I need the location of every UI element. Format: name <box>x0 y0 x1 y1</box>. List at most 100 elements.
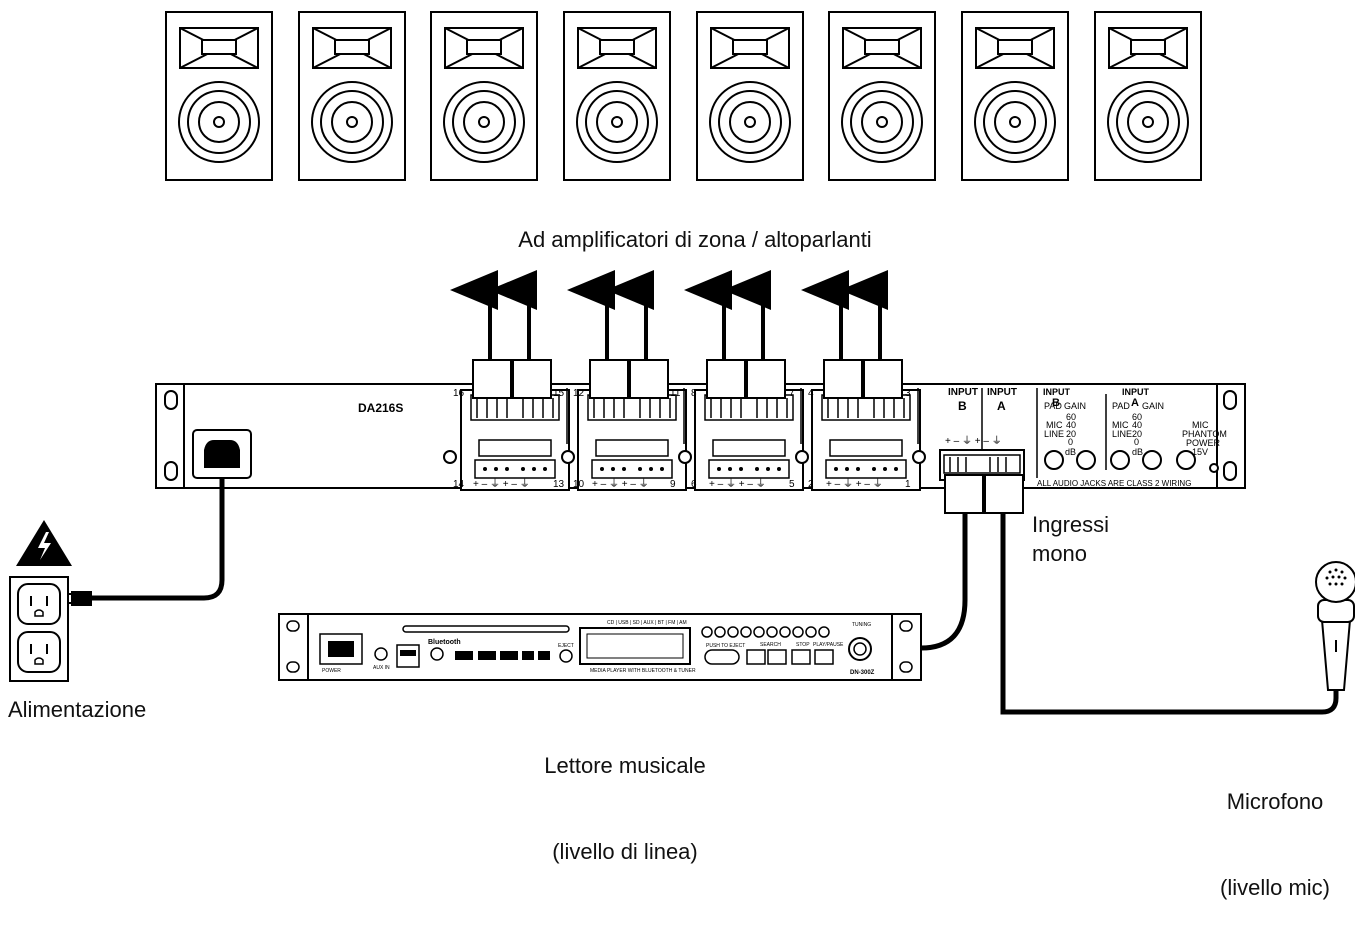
terminal-number: 1 <box>905 479 911 490</box>
terminal-number: 2 <box>808 479 814 490</box>
play-label: PLAY/PAUSE <box>813 642 844 648</box>
line-label: LINE <box>1044 429 1064 439</box>
tuning-label: TUNING <box>852 622 871 628</box>
terminal-number: 8 <box>691 388 697 399</box>
mic-label: MIC <box>1046 420 1063 430</box>
eject-label: EJECT <box>558 643 574 649</box>
pad-label: PAD <box>1112 401 1130 411</box>
terminal-block-12-9[interactable] <box>577 359 687 491</box>
microphone-label: Microfono (livello mic) <box>1195 731 1355 931</box>
db-value: 20 <box>1066 429 1076 439</box>
search-label: SEARCH <box>760 642 781 648</box>
speaker-6 <box>828 11 936 181</box>
wall-outlet <box>9 576 69 682</box>
gain-b-title: INPUT <box>1043 387 1071 397</box>
amplifier-unit: DA216S 16 15 12 11 8 7 4 3 14 13 1 <box>155 359 1246 514</box>
wiring-diagram: DA216S 16 15 12 11 8 7 4 3 14 13 1 <box>9 11 1355 715</box>
terminal-polarity: + – ⏚ + – ⏚ <box>826 478 883 490</box>
mono-inputs-label: Ingressi mono <box>1032 512 1110 566</box>
gain-a-title: INPUT <box>1122 387 1150 397</box>
terminal-number: 14 <box>453 479 465 490</box>
microphone-icon <box>1315 561 1355 691</box>
mic-label: MIC <box>1112 420 1129 430</box>
player-model: DN-300Z <box>850 670 875 676</box>
bluetooth-label: Bluetooth <box>428 639 461 646</box>
gain-knob-a[interactable] <box>1142 450 1162 470</box>
terminal-number: 5 <box>789 479 795 490</box>
speaker-5 <box>696 11 804 181</box>
aux-label: AUX IN <box>373 665 390 671</box>
terminal-number: 7 <box>789 388 795 399</box>
power-label: POWER <box>322 668 341 674</box>
db-value: 0 <box>1134 437 1139 447</box>
db-value: 60 <box>1066 412 1076 422</box>
search-forward-button[interactable] <box>767 649 787 665</box>
speaker-4 <box>563 11 671 181</box>
preset-buttons[interactable] <box>701 626 830 638</box>
input-b-title: INPUT <box>948 387 978 398</box>
pad-switch-a[interactable] <box>1110 450 1130 470</box>
zones-label: Ad amplificatori di zona / altoparlanti <box>518 227 872 252</box>
terminal-block-8-5[interactable] <box>694 359 804 491</box>
cd-slot[interactable] <box>402 625 570 633</box>
terminal-number: 12 <box>573 388 585 399</box>
line-label: LINE <box>1112 429 1132 439</box>
stop-label: STOP <box>796 642 810 648</box>
speaker-row <box>165 11 1202 181</box>
phantom-line-3: POWER <box>1186 438 1221 448</box>
output-arrows <box>450 270 888 360</box>
phantom-line-4: 15V <box>1192 447 1208 457</box>
terminal-number: 15 <box>553 388 565 399</box>
power-label-text: Alimentazione <box>8 697 147 722</box>
stop-button[interactable] <box>791 649 811 665</box>
music-player-label: Lettore musicale (livello di linea) <box>500 695 750 895</box>
pad-switch-b[interactable] <box>1044 450 1064 470</box>
db-value: 40 <box>1132 420 1142 430</box>
play-pause-button[interactable] <box>814 649 834 665</box>
gain-label: GAIN <box>1142 401 1164 411</box>
line-input-cable <box>920 513 968 651</box>
input-polarity: + – ⏚ + – ⏚ <box>945 435 1002 447</box>
search-back-button[interactable] <box>746 649 766 665</box>
microphone-label-line2: (livello mic) <box>1220 874 1330 900</box>
pad-label: PAD <box>1044 401 1062 411</box>
power-cable <box>92 478 225 601</box>
terminal-polarity: + – ⏚ + – ⏚ <box>592 478 649 490</box>
class2-note: ALL AUDIO JACKS ARE CLASS 2 WIRING <box>1037 479 1191 488</box>
phantom-line-1: MIC <box>1192 420 1209 430</box>
db-label: dB <box>1132 447 1143 457</box>
db-value: 40 <box>1066 420 1076 430</box>
db-label: dB <box>1065 447 1076 457</box>
gain-knob-b[interactable] <box>1076 450 1096 470</box>
input-b-letter: B <box>958 399 967 413</box>
terminal-block-16-13[interactable] <box>460 359 570 491</box>
music-player-unit: POWER AUX IN Bluetooth EJECT CD | USB | … <box>278 613 922 681</box>
terminal-number: 9 <box>670 479 676 490</box>
gain-b-letter: B <box>1052 397 1060 409</box>
phantom-switch[interactable] <box>1176 450 1196 470</box>
terminal-number: 4 <box>808 388 814 399</box>
input-a-letter: A <box>997 399 1006 413</box>
terminal-number: 10 <box>573 479 585 490</box>
music-player-label-line1: Lettore musicale <box>544 753 706 779</box>
terminal-number: 11 <box>670 388 681 399</box>
terminal-number: 13 <box>553 479 565 490</box>
terminal-number: 3 <box>905 388 911 399</box>
terminal-number: 16 <box>453 388 465 399</box>
gain-label: GAIN <box>1064 401 1086 411</box>
speaker-2 <box>298 11 406 181</box>
input-terminal-block[interactable] <box>939 449 1025 514</box>
input-a-title: INPUT <box>987 387 1017 398</box>
terminal-block-4-1[interactable] <box>811 359 921 491</box>
terminal-polarity: + – ⏚ + – ⏚ <box>473 478 530 490</box>
microphone-label-line1: Microfono <box>1226 789 1324 815</box>
terminal-number: 6 <box>691 479 697 490</box>
electrical-hazard-icon <box>16 520 72 566</box>
speaker-1 <box>165 11 273 181</box>
speaker-8 <box>1094 11 1202 181</box>
sd-slot[interactable] <box>704 649 740 665</box>
phantom-line-2: PHANTOM <box>1182 429 1227 439</box>
aux-jack[interactable] <box>374 647 388 661</box>
amplifier-model: DA216S <box>358 401 403 415</box>
source-list: CD | USB | SD | AUX | BT | FM | AM <box>607 620 687 626</box>
